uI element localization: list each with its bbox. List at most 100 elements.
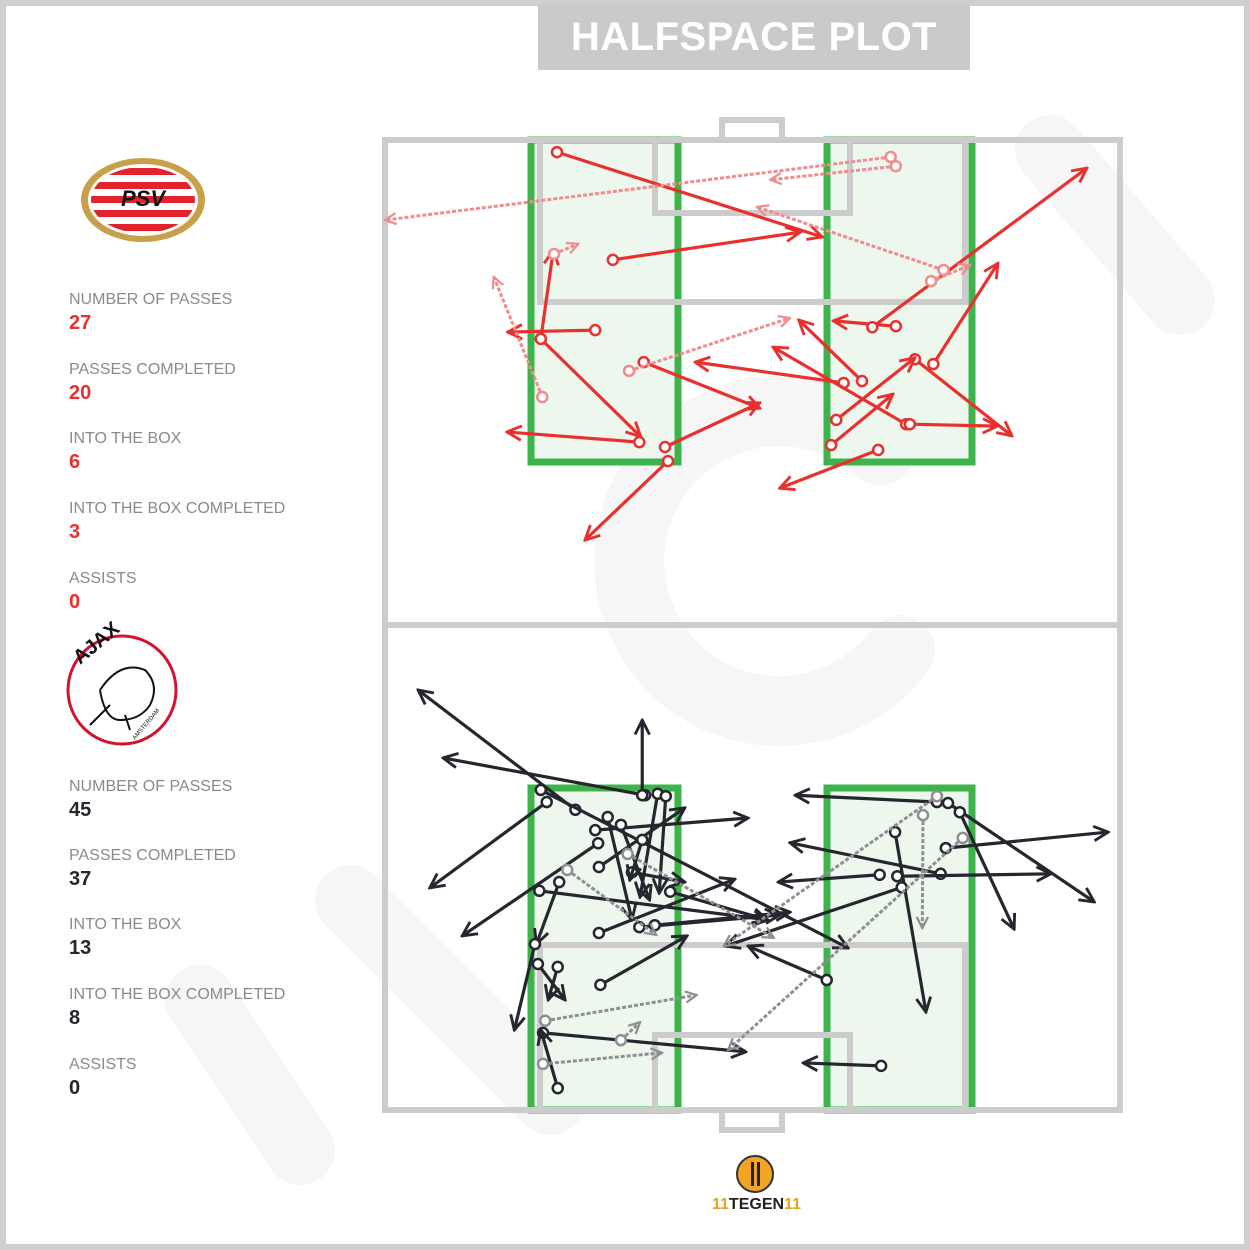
ajax-pass-incomplete [542, 1053, 662, 1066]
ajax-pass-origin [592, 926, 606, 940]
ajax-pass-completed [599, 936, 687, 987]
stat-value: 13 [69, 937, 92, 959]
psv-pass-incomplete [757, 207, 945, 272]
ajax-pass-incomplete [544, 995, 696, 1023]
psv-pass-completed [909, 424, 997, 426]
psv-pass-origin [534, 332, 548, 346]
ajax-pass-incomplete [566, 868, 656, 935]
psv-pass-origin [884, 150, 897, 164]
ajax-pass-completed [536, 881, 561, 944]
psv-pass-origin [622, 364, 636, 378]
stat-value: 0 [69, 1077, 81, 1099]
psv-pass-origin [547, 247, 561, 261]
ajax-pass-origin [588, 823, 602, 837]
psv-pass-origin [661, 454, 675, 468]
psv-pass-incomplete [930, 265, 970, 283]
brand-suffix: 11 [784, 1196, 801, 1213]
stat-value: 3 [69, 521, 81, 543]
stat-label: ASSISTS [69, 570, 137, 587]
psv-pass-completed [830, 394, 893, 447]
ajax-pass-incomplete [922, 815, 923, 928]
psv-pass-origin [937, 263, 950, 277]
stat-value: 20 [69, 382, 92, 404]
psv-pass-completed [799, 320, 864, 383]
ajax-pass-origin [614, 1033, 628, 1047]
psv-pass-completed [780, 448, 879, 488]
ajax-pass-origin [934, 867, 947, 881]
passes-layer [385, 145, 1108, 1095]
psv-pass-origin [855, 374, 869, 388]
psv-pass-origin [889, 319, 903, 333]
brand-logo [736, 1155, 774, 1193]
psv-pass-origin [588, 323, 602, 337]
ajax-pass-origin [538, 1014, 552, 1028]
ajax-pass-origin [591, 837, 605, 850]
ajax-stat-into-box: INTO THE BOX 13 [69, 916, 181, 960]
ajax-pass-completed [790, 843, 941, 876]
psv-pass-completed [539, 337, 641, 437]
ajax-pass-origin [874, 1059, 888, 1073]
ajax-stat-into-box-completed: INTO THE BOX COMPLETED 8 [69, 986, 285, 1030]
brand-prefix: 11 [712, 1196, 729, 1213]
penalty-box-top [537, 140, 968, 305]
ajax-pass-completed [542, 1031, 746, 1052]
ajax-pass-origin [533, 884, 546, 898]
psv-pass-incomplete [770, 164, 896, 180]
stat-label: NUMBER OF PASSES [69, 291, 233, 308]
psv-pass-incomplete [494, 277, 544, 398]
ajax-pass-origin [592, 860, 606, 874]
stat-label: INTO THE BOX COMPLETED [69, 986, 286, 1003]
ajax-pass-origin [601, 810, 614, 824]
ajax-pass-completed [418, 690, 577, 812]
ajax-pass-origin [916, 808, 930, 822]
ajax-pass-origin [648, 918, 661, 932]
ajax-pass-origin [551, 1081, 564, 1095]
ajax-pass-incomplete [626, 852, 774, 940]
ajax-pass-completed [958, 811, 1014, 929]
psv-pass-completed [664, 403, 760, 449]
psv-pass-origin [866, 320, 879, 334]
ajax-pass-origin [956, 831, 969, 845]
psv-pass-completed [643, 360, 760, 408]
ajax-pass-completed [748, 946, 828, 982]
ajax-pass-origin [888, 825, 902, 839]
page-title: HALFSPACE PLOT [538, 5, 970, 70]
psv-pass-origin [824, 438, 838, 452]
psv-pass-incomplete [628, 318, 790, 373]
brand-name: TEGEN [728, 1196, 785, 1213]
ajax-pass-completed [893, 831, 926, 1012]
psv-logo-text: PSV [121, 186, 167, 211]
psv-pass-origin [871, 443, 885, 457]
psv-pass-completed [835, 358, 915, 422]
ajax-pass-origin [663, 885, 677, 898]
stat-label: INTO THE BOX [69, 916, 182, 933]
ajax-logo: AJAX AMSTERDAM [66, 617, 178, 746]
psv-pass-origin [536, 390, 549, 404]
psv-pass-completed [556, 150, 822, 237]
ajax-pass-incomplete [724, 794, 938, 946]
psv-pass-origin [658, 440, 672, 454]
ajax-pass-completed [803, 1063, 882, 1066]
ajax-pass-completed [514, 943, 537, 1030]
ajax-pass-origin [930, 789, 944, 803]
ajax-pass-origin [636, 788, 649, 802]
brand-wordmark: 11TEGEN11 [712, 1196, 801, 1214]
ajax-pass-origin [820, 973, 833, 987]
psv-pass-origin [903, 417, 917, 431]
ajax-pass-completed [945, 832, 1108, 850]
ajax-pass-origin [540, 795, 553, 809]
stat-label: INTO THE BOX COMPLETED [69, 500, 286, 517]
psv-pass-origin [633, 435, 646, 449]
psv-pass-origin [606, 253, 620, 267]
ajax-pass-completed [539, 889, 768, 920]
ajax-pass-completed [947, 801, 1094, 902]
stat-value: 37 [69, 868, 92, 890]
psv-pass-origin [550, 145, 564, 159]
ajax-pass-origin [561, 863, 574, 877]
stat-value: 8 [69, 1007, 81, 1029]
